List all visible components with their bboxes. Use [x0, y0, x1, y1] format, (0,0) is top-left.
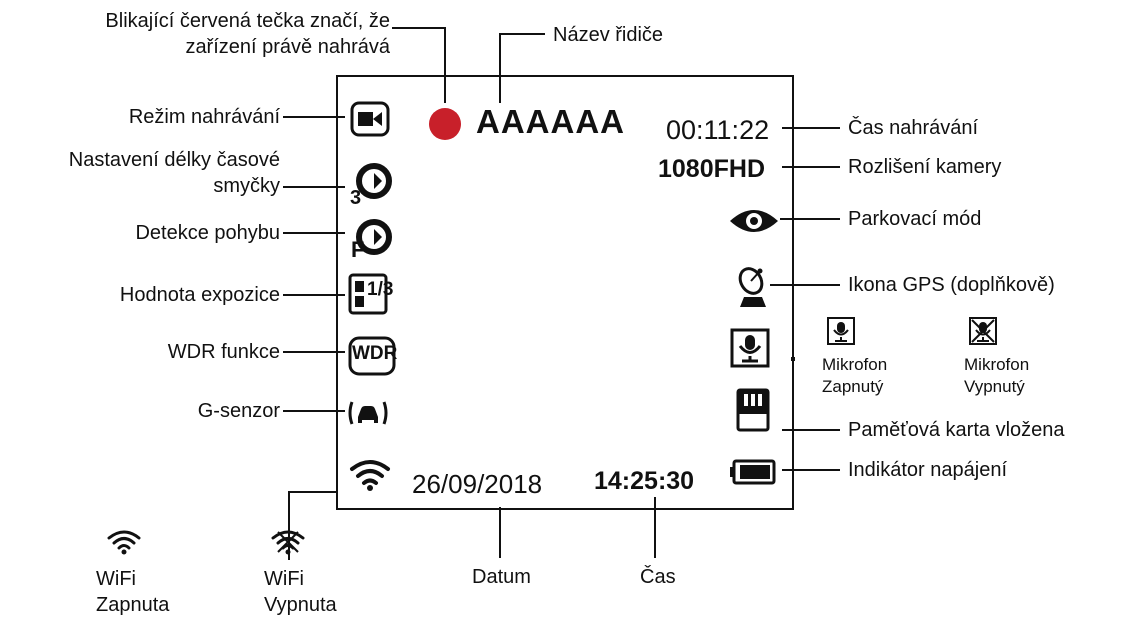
label-motion-detection: Detekce pohybu: [135, 222, 280, 244]
label-date: Datum: [472, 566, 531, 588]
memory-card-icon: [736, 388, 770, 432]
date: 26/09/2018: [412, 469, 543, 499]
label-exposure: Hodnota expozice: [119, 284, 280, 306]
label-parking: Parkovací mód: [848, 208, 982, 230]
wdr-icon: [348, 336, 396, 376]
microphone-icon: [730, 328, 770, 368]
wdr-label: WDR: [352, 343, 398, 364]
microphone-on-legend-icon: [827, 317, 855, 345]
motion-letter: F: [351, 237, 365, 262]
label-time: Čas: [640, 566, 676, 588]
label-wifi-off: WiFi Vypnuta: [264, 568, 337, 616]
label-wdr: WDR funkce: [167, 341, 280, 363]
label-power: Indikátor napájení: [848, 459, 1008, 481]
leader-driver-name: [499, 33, 545, 103]
gps-icon: [738, 267, 766, 307]
exposure-value: 1/3: [367, 279, 394, 300]
recording-dot-icon: [429, 108, 461, 140]
exposure-icon: [348, 273, 388, 315]
wifi-on-legend-icon: [107, 530, 141, 555]
label-gps: Ikona GPS (doplňkově): [848, 274, 1055, 296]
video-camera-icon: [350, 101, 390, 137]
label-recording-dot: Blikající červená tečka značí, že zaříze…: [105, 10, 390, 58]
loop-number: 3: [350, 187, 362, 209]
mic-leader-tick: [791, 357, 795, 361]
g-sensor-icon: [348, 401, 388, 425]
microphone-off-legend-icon: [969, 317, 997, 345]
label-resolution: Rozlišení kamery: [848, 156, 1002, 178]
label-record-time: Čas nahrávání: [848, 117, 979, 139]
driver-name: AAAAAA: [476, 103, 625, 140]
record-time: 00:11:22: [666, 115, 770, 145]
wifi-icon: [350, 460, 390, 491]
time: 14:25:30: [594, 467, 695, 495]
label-gsensor: G-senzor: [197, 400, 280, 422]
label-driver-name: Název řidiče: [553, 24, 664, 46]
label-memory-card: Paměťová karta vložena: [848, 419, 1065, 441]
dashcam-screen: AAAAAA 00:11:22 1080FHD 3 F 1/3 WDR: [336, 75, 795, 510]
label-wifi-on: WiFi Zapnuta: [96, 568, 170, 616]
loop-icon: [356, 163, 392, 199]
resolution: 1080FHD: [658, 155, 765, 183]
label-mic-off: Mikrofon Vypnutý: [964, 355, 1030, 396]
eye-icon: [730, 210, 778, 232]
label-recording-mode: Režim nahrávání: [128, 106, 280, 128]
label-mic-on: Mikrofon Zapnutý: [822, 355, 888, 396]
motion-detection-icon: [356, 219, 392, 255]
label-loop-length: Nastavení délky časové smyčky: [68, 149, 280, 197]
battery-icon: [730, 459, 776, 485]
wifi-off-legend-icon: [271, 530, 305, 555]
leader-recording-dot: [392, 27, 446, 103]
